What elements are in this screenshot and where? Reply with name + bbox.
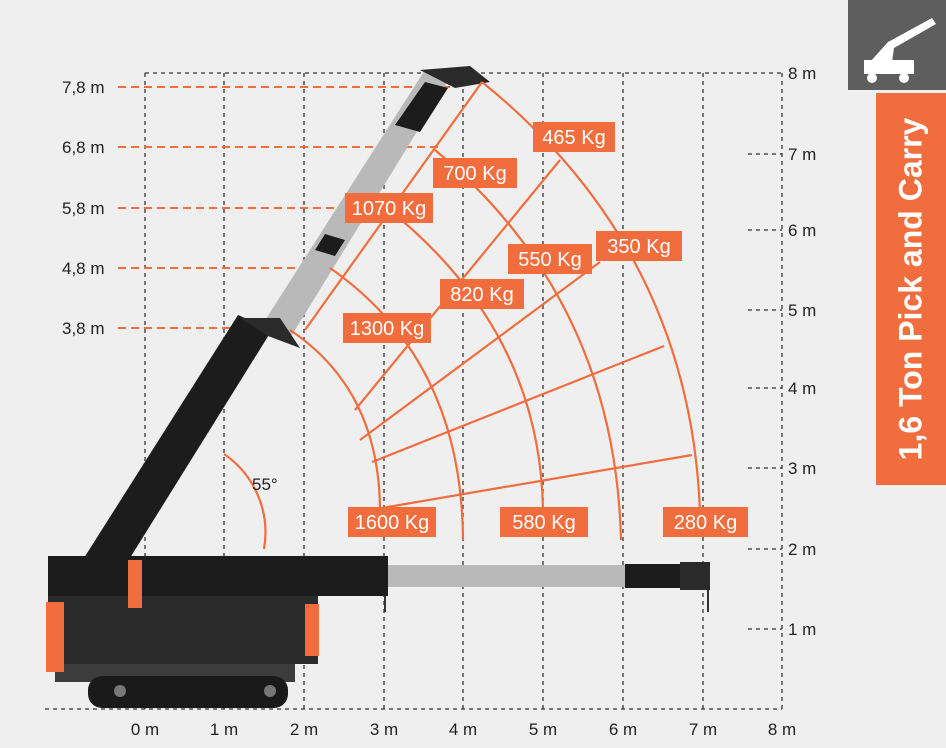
- sidebar-title: 1,6 Ton Pick and Carry: [876, 93, 946, 485]
- load-ray-5: [381, 453, 693, 510]
- track-roller-2: [264, 685, 276, 697]
- x-tick-3: 3 m: [370, 720, 398, 739]
- load-arc-3: [386, 207, 545, 511]
- x-axis: 0 m 1 m 2 m 3 m 4 m 5 m 6 m 7 m 8 m: [131, 720, 796, 739]
- crane-cab: [48, 596, 318, 664]
- load-box-0: [348, 507, 436, 537]
- boom-head: [420, 66, 490, 88]
- load-box-2: [663, 507, 748, 537]
- track-roller-1: [114, 685, 126, 697]
- load-label-1: 580 Kg: [512, 512, 575, 534]
- y-tick-4: 4 m: [788, 379, 816, 398]
- crane-icon: [864, 18, 936, 83]
- y-tick-8: 8 m: [788, 64, 816, 83]
- x-tick-1: 1 m: [210, 720, 238, 739]
- load-box-1: [500, 507, 588, 537]
- load-label-6: 350 Kg: [607, 236, 670, 258]
- load-label-0: 1600 Kg: [355, 512, 430, 534]
- load-label-4: 820 Kg: [450, 284, 513, 306]
- load-curves: [289, 81, 702, 541]
- outrigger-leg-left: [46, 602, 64, 672]
- x-tick-7: 7 m: [689, 720, 717, 739]
- crawler-track: [88, 676, 288, 708]
- load-ray-3: [359, 261, 601, 441]
- load-label-9: 465 Kg: [542, 127, 605, 149]
- x-tick-0: 0 m: [131, 720, 159, 739]
- load-label-8: 700 Kg: [443, 163, 506, 185]
- y-tick-5: 5 m: [788, 301, 816, 320]
- height-label-5-8: 5,8 m: [62, 199, 105, 218]
- boom-band-top: [395, 82, 448, 132]
- load-box-7: [345, 193, 433, 223]
- x-tick-6: 6 m: [609, 720, 637, 739]
- load-arc-4: [434, 149, 623, 541]
- load-box-3: [343, 313, 431, 343]
- y-tick-2: 2 m: [788, 540, 816, 559]
- outrigger-leg-mid: [128, 560, 142, 608]
- horizontal-boom-extension: [380, 565, 630, 587]
- boom-band-mid: [315, 234, 345, 256]
- outrigger-leg-right: [305, 604, 319, 656]
- load-label-5: 550 Kg: [518, 249, 581, 271]
- boom-joint: [240, 318, 300, 348]
- load-label-7: 1070 Kg: [352, 198, 427, 220]
- horizontal-boom-head: [680, 562, 710, 590]
- load-box-5: [508, 244, 592, 274]
- load-label-3: 1300 Kg: [350, 318, 425, 340]
- height-marks-left: 3,8 m 4,8 m 5,8 m 6,8 m 7,8 m: [62, 78, 105, 338]
- x-tick-4: 4 m: [449, 720, 477, 739]
- boom-base-section: [70, 315, 272, 590]
- sidebar-title-text: 1,6 Ton Pick and Carry: [892, 117, 929, 461]
- height-label-7-8: 7,8 m: [62, 78, 105, 97]
- y-tick-1: 1 m: [788, 620, 816, 639]
- load-box-4: [440, 279, 524, 309]
- y-axis-right: 1 m 2 m 3 m 4 m 5 m 6 m 7 m 8 m: [788, 64, 816, 639]
- x-tick-5: 5 m: [529, 720, 557, 739]
- load-box-8: [433, 158, 517, 188]
- y-tick-3: 3 m: [788, 459, 816, 478]
- load-label-2: 280 Kg: [674, 512, 737, 534]
- height-label-3-8: 3,8 m: [62, 319, 105, 338]
- angle-label: 55°: [252, 475, 278, 494]
- x-tick-2: 2 m: [290, 720, 318, 739]
- height-label-6-8: 6,8 m: [62, 138, 105, 157]
- crane-upper-frame: [48, 556, 388, 596]
- x-tick-8: 8 m: [768, 720, 796, 739]
- angle-arc: [223, 453, 267, 550]
- load-ray-4: [371, 344, 665, 464]
- height-label-4-8: 4,8 m: [62, 259, 105, 278]
- crane-body: [46, 556, 388, 708]
- y-tick-7: 7 m: [788, 145, 816, 164]
- load-box-6: [596, 231, 682, 261]
- load-box-9: [533, 122, 615, 152]
- sidebar-icon-tab: [848, 0, 946, 90]
- y-tick-6: 6 m: [788, 221, 816, 240]
